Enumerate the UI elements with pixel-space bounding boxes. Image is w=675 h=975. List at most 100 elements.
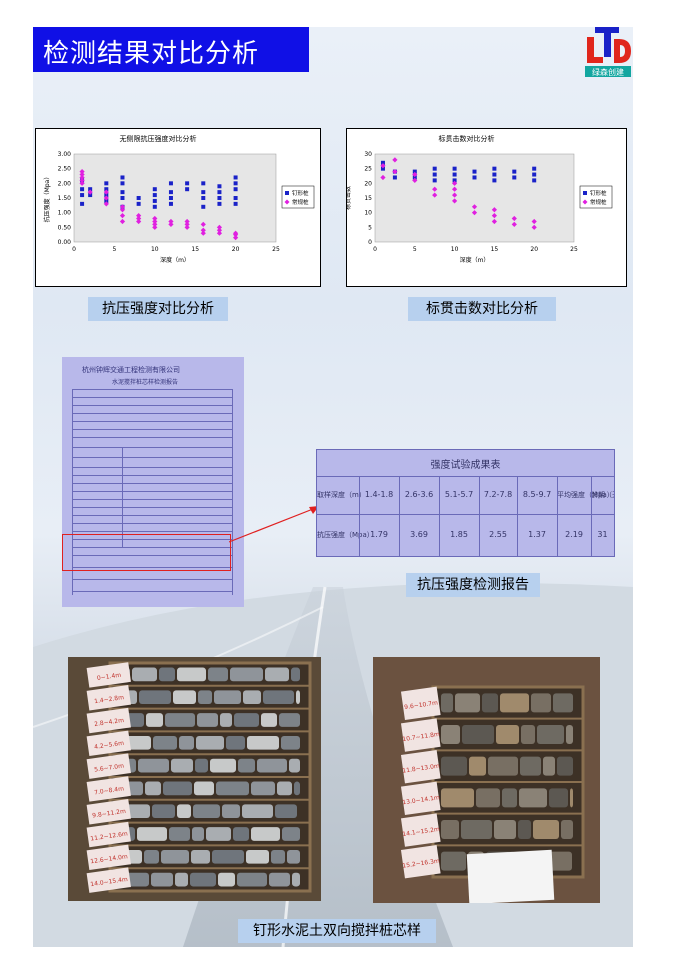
callout-arrow xyxy=(229,506,319,543)
data-point-1 xyxy=(412,171,418,178)
core-segment xyxy=(557,756,573,776)
table-header-cell: 1.4-1.8 xyxy=(364,490,394,499)
core-segment xyxy=(279,713,300,727)
core-segment xyxy=(494,820,516,839)
y-tick-label: 1.50 xyxy=(58,195,72,202)
core-segment xyxy=(263,690,294,705)
depth-label-card xyxy=(86,844,131,871)
table-header-cell: 平均强度（Mpa） xyxy=(557,491,614,499)
data-point-0 xyxy=(380,160,385,165)
data-point-1 xyxy=(152,215,158,222)
data-point-1 xyxy=(412,177,418,183)
data-point-0 xyxy=(472,175,477,180)
core-segment xyxy=(137,827,167,841)
data-point-0 xyxy=(532,166,537,171)
core-segment xyxy=(488,756,518,776)
data-point-0 xyxy=(201,204,206,209)
core-segment xyxy=(238,758,255,773)
data-point-0 xyxy=(104,198,109,203)
data-point-1 xyxy=(152,218,158,225)
caption-core-samples: 钉形水泥土双向搅拌桩芯样 xyxy=(238,919,436,943)
depth-label-card xyxy=(400,844,441,879)
x-tick-label: 5 xyxy=(112,246,116,253)
y-tick-label: 0.50 xyxy=(58,224,72,231)
core-segment xyxy=(275,804,297,819)
table-value-cell: 1.79 xyxy=(370,530,388,539)
core-segment xyxy=(197,713,218,727)
core-segment xyxy=(226,735,245,750)
core-segment xyxy=(233,827,249,841)
x-tick-label: 0 xyxy=(72,246,76,253)
y-axis-label: 抗压强度（Mpa） xyxy=(43,174,51,223)
data-point-1 xyxy=(79,171,85,178)
core-segment xyxy=(243,690,261,705)
data-point-0 xyxy=(168,181,173,186)
report-subtitle: 水泥搅拌桩芯样检测报告 xyxy=(112,379,179,386)
data-point-1 xyxy=(200,227,206,233)
core-segment xyxy=(177,667,206,682)
data-point-0 xyxy=(217,196,222,200)
core-segment xyxy=(210,758,236,773)
core-segment xyxy=(257,758,287,773)
data-point-0 xyxy=(168,190,173,195)
core-tray-right: 9.6~10.7m10.7~11.8m11.8~13.0m13.0~14.1m1… xyxy=(373,657,600,903)
core-segment xyxy=(169,827,190,841)
core-segment xyxy=(190,872,216,887)
logo-tagline: 绿森创建 xyxy=(592,67,624,77)
x-tick-label: 5 xyxy=(413,246,417,253)
y-tick-label: 0.00 xyxy=(58,239,72,246)
paper-note xyxy=(466,849,555,903)
core-segment xyxy=(271,849,285,864)
core-segment xyxy=(139,690,171,705)
data-point-1 xyxy=(79,174,85,181)
depth-label: 2.8~4.2m xyxy=(94,717,125,728)
table-header-cell: 龄期（天） xyxy=(591,491,614,499)
data-point-0 xyxy=(492,166,497,171)
core-segment xyxy=(531,693,551,713)
x-tick-label: 10 xyxy=(151,246,159,253)
core-segment xyxy=(502,788,517,808)
core-segment xyxy=(281,735,300,750)
legend-label: 常规桩 xyxy=(292,198,309,206)
y-tick-label: 2.00 xyxy=(58,180,72,187)
y-tick-label: 3.00 xyxy=(58,151,72,158)
depth-label-card xyxy=(86,707,131,734)
core-segment xyxy=(194,781,214,796)
core-segment xyxy=(496,725,519,744)
chart-title: 无侧限抗压强度对比分析 xyxy=(120,134,197,143)
legend-marker xyxy=(284,199,290,205)
data-point-0 xyxy=(380,166,385,171)
x-axis-label: 深度（m） xyxy=(160,256,190,264)
x-tick-label: 15 xyxy=(491,246,499,253)
core-segment xyxy=(208,667,228,682)
depth-label-card xyxy=(86,730,131,757)
data-point-0 xyxy=(472,169,477,174)
data-point-0 xyxy=(120,181,125,186)
y-tick-label: 0 xyxy=(368,239,372,246)
report-highlight-box xyxy=(62,534,231,571)
core-segment xyxy=(441,788,474,808)
core-segment xyxy=(151,872,173,887)
data-point-1 xyxy=(87,189,93,195)
y-tick-label: 15 xyxy=(364,195,372,202)
core-segment xyxy=(282,827,300,841)
core-segment xyxy=(173,690,196,705)
core-segment xyxy=(533,820,559,839)
core-segment xyxy=(570,788,573,808)
data-point-1 xyxy=(152,221,158,227)
table-header-cell: 5.1-5.7 xyxy=(444,490,474,499)
core-segment xyxy=(518,820,531,839)
depth-label-card xyxy=(86,867,131,893)
core-segment xyxy=(455,693,480,713)
depth-label: 5.6~7.0m xyxy=(94,763,125,774)
core-segment xyxy=(269,872,290,887)
data-point-0 xyxy=(88,187,93,192)
core-segment xyxy=(561,820,573,839)
data-point-1 xyxy=(103,195,109,201)
data-point-1 xyxy=(184,221,190,227)
core-segment xyxy=(543,756,555,776)
core-segment xyxy=(165,713,195,727)
